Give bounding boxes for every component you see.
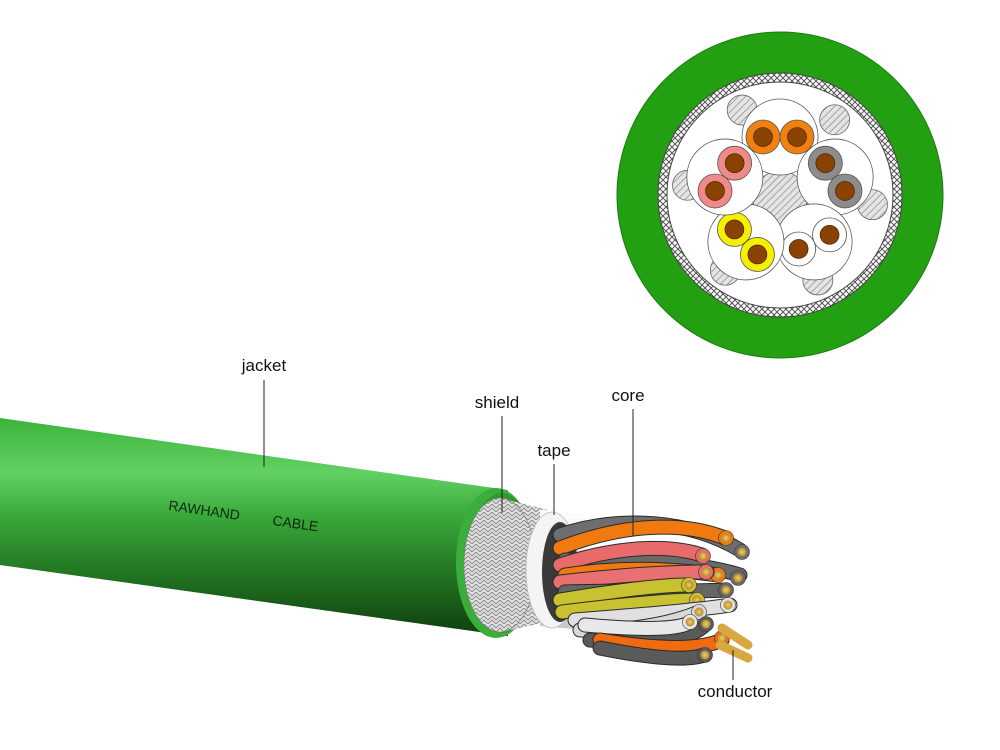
core [568, 598, 737, 627]
core [578, 615, 697, 635]
core [553, 520, 732, 555]
conductor-end [684, 580, 694, 590]
conductor-end [701, 619, 711, 629]
cable-side-view [0, 418, 753, 666]
cross-section [616, 31, 944, 359]
label-core: core [611, 386, 644, 405]
conductor [747, 244, 768, 265]
conductor [835, 181, 855, 201]
conductor-end [723, 600, 733, 610]
conductor-end [721, 585, 731, 595]
conductor [753, 127, 773, 147]
label-conductor: conductor [698, 682, 773, 701]
conductor [724, 153, 745, 173]
exposed-conductor [715, 640, 753, 663]
exposed-conductor [717, 623, 753, 650]
conductor-end [698, 551, 708, 561]
cable-print-word: CABLE [272, 512, 320, 534]
conductor-end [717, 633, 727, 643]
conductor-end [700, 650, 710, 660]
core [553, 578, 695, 607]
label-jacket: jacket [241, 356, 287, 375]
conductor [705, 181, 725, 201]
conductor-end [694, 607, 704, 617]
core [553, 541, 709, 572]
conductor [815, 153, 836, 173]
filler [819, 104, 851, 136]
callouts: jacket shield tape core conductor [241, 356, 773, 701]
core [593, 633, 729, 654]
conductor-end [721, 533, 731, 543]
conductor [787, 127, 807, 147]
core [555, 593, 702, 619]
label-shield: shield [475, 393, 519, 412]
conductor-end [685, 617, 695, 627]
cores-bundle [552, 515, 753, 666]
conductor [724, 219, 745, 240]
conductor [819, 225, 840, 245]
jacket-body [0, 418, 508, 636]
conductor-end [701, 567, 711, 577]
core [553, 565, 714, 589]
conductor [788, 239, 809, 259]
label-tape: tape [537, 441, 570, 460]
conductor-end [713, 570, 723, 580]
conductor-end [737, 547, 747, 557]
conductor-end [733, 573, 743, 583]
